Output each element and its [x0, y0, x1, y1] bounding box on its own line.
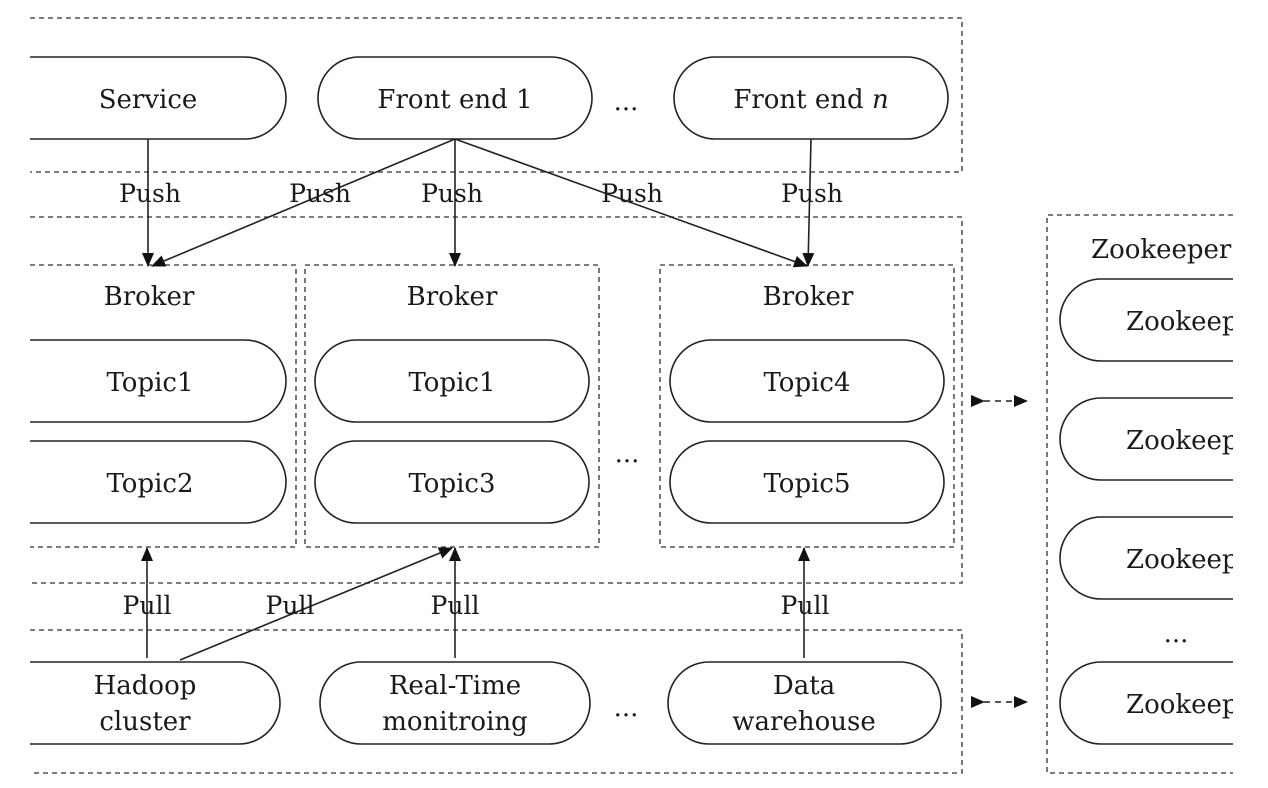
broker-3-topic-2	[669, 440, 945, 524]
producer-front-end-n: Front end n	[673, 56, 949, 140]
broker-1-title: Broker	[104, 282, 195, 312]
consumer-warehouse-line-1: Data	[773, 671, 835, 701]
zookeeper-title: Zookeeper	[1091, 235, 1232, 265]
push-label-fen: Push	[781, 179, 843, 208]
producer-group-frame	[30, 17, 963, 173]
zookeeper-node-2-label: Zookeep	[1126, 426, 1239, 456]
pull-label-warehouse: Pull	[781, 591, 830, 620]
push-label-fe1-broker3: Push	[601, 179, 663, 208]
consumer-real-time-monitoring: Real-Time monitroing	[319, 661, 591, 745]
push-arrow-fe1-broker1	[151, 138, 456, 267]
zookeeper-cluster-frame	[1046, 214, 1233, 774]
producer-service: Service	[30, 56, 287, 140]
zookeeper-cluster: Zookeeper Zookeep Zookeep Zookeep ... Zo…	[1059, 235, 1239, 745]
zookeeper-node-4-label: Zookeep	[1126, 690, 1239, 720]
push-arrow-fe1-broker3	[454, 138, 808, 268]
broker-1-frame	[30, 264, 297, 548]
broker-2-topic-2-label: Topic3	[408, 469, 495, 499]
broker-2-topic-1-label: Topic1	[408, 368, 495, 398]
broker-3-topic-1	[669, 339, 945, 423]
consumer-hadoop-line-2: cluster	[99, 707, 191, 737]
consumer-hadoop-line-1: Hadoop	[94, 671, 197, 701]
producer-front-end-1: Front end 1	[317, 56, 593, 140]
producer-service-label: Service	[99, 85, 198, 115]
zookeeper-node-1	[1059, 278, 1233, 362]
broker-ellipsis: ...	[615, 439, 640, 469]
broker-1-topic-1	[30, 339, 287, 423]
broker-1: Broker Topic1 Topic2	[30, 282, 287, 524]
push-label-fe1-broker2: Push	[421, 179, 483, 208]
consumer-realtime-line-2: monitroing	[382, 707, 528, 737]
broker-2: Broker Topic1 Topic3	[314, 282, 590, 524]
broker-2-title: Broker	[407, 282, 498, 312]
broker-cluster-frame	[30, 216, 963, 584]
zookeeper-node-4	[1059, 661, 1233, 745]
zookeeper-node-3	[1059, 516, 1233, 600]
broker-3: Broker Topic4 Topic5	[669, 282, 945, 524]
zookeeper-node-2	[1059, 397, 1233, 481]
consumer-ellipsis: ...	[614, 693, 639, 723]
broker-1-topic-2-label: Topic2	[106, 469, 193, 499]
broker-1-topic-2	[30, 440, 287, 524]
consumer-group-frame	[30, 629, 963, 774]
broker-3-title: Broker	[763, 282, 854, 312]
broker-3-topic-2-label: Topic5	[763, 469, 850, 499]
push-label-fe1-broker1: Push	[289, 179, 351, 208]
pull-label-hadoop-broker1: Pull	[123, 591, 172, 620]
push-arrow-fen	[802, 138, 815, 267]
consumer-data-warehouse: Data warehouse	[667, 661, 942, 745]
producer-front-end-1-label: Front end 1	[377, 85, 532, 115]
consumer-warehouse-line-2: warehouse	[732, 707, 875, 737]
zookeeper-node-3-label: Zookeep	[1126, 545, 1239, 575]
broker-1-topic-1-label: Topic1	[106, 368, 193, 398]
consumer-realtime-line-1: Real-Time	[389, 671, 521, 701]
consumer-hadoop-cluster: Hadoop cluster	[30, 661, 281, 745]
pull-label-hadoop-broker2: Pull	[266, 591, 315, 620]
producer-front-end-n-label: Front end n	[733, 85, 888, 115]
broker-2-topic-2	[314, 440, 590, 524]
broker-2-topic-1	[314, 339, 590, 423]
producer-ellipsis: ...	[614, 87, 639, 117]
push-label-service: Push	[119, 179, 181, 208]
zookeeper-node-1-label: Zookeep	[1126, 307, 1239, 337]
pull-label-realtime: Pull	[431, 591, 480, 620]
pull-arrow-hadoop-broker2	[179, 547, 453, 661]
zookeeper-ellipsis: ...	[1164, 619, 1189, 649]
broker-3-topic-1-label: Topic4	[763, 368, 850, 398]
